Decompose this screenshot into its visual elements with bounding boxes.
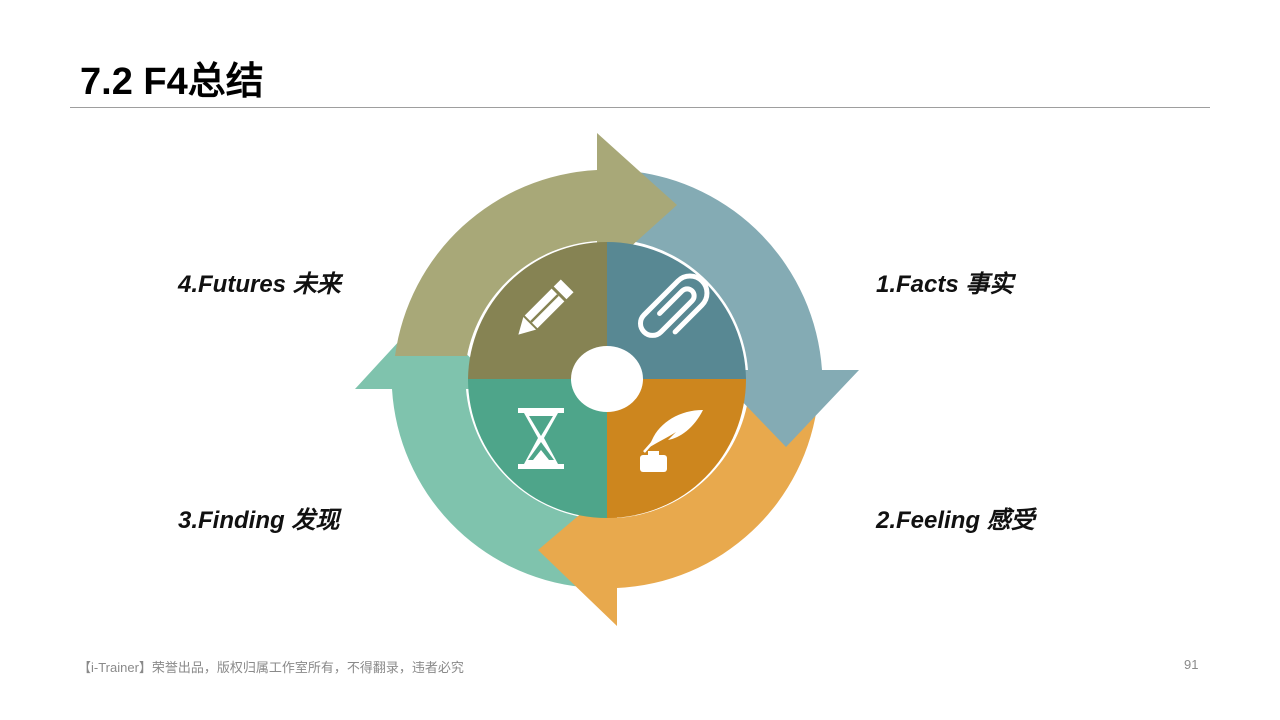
finding-arrow bbox=[355, 313, 582, 587]
feeling-quadrant bbox=[607, 379, 746, 518]
center-disc bbox=[571, 346, 643, 412]
page-title: 7.2 F4总结 bbox=[80, 61, 264, 103]
label-facts: 1.Facts 事实 bbox=[876, 271, 1014, 298]
futures-arrow bbox=[395, 133, 677, 356]
label-feeling: 2.Feeling 感受 bbox=[876, 507, 1035, 534]
feeling-arrow bbox=[538, 400, 818, 626]
footer-copyright: 【i-Trainer】荣誉出品，版权归属工作室所有，不得翻录，违者必究 bbox=[78, 660, 464, 675]
facts-arrow bbox=[630, 171, 859, 447]
label-finding: 3.Finding 发现 bbox=[178, 507, 340, 534]
paperclip-icon bbox=[638, 273, 710, 338]
title-divider bbox=[70, 107, 1210, 108]
hourglass-icon bbox=[518, 408, 564, 469]
pencil-icon bbox=[518, 279, 574, 335]
page-number: 91 bbox=[1184, 657, 1199, 672]
label-futures: 4.Futures 未来 bbox=[178, 271, 341, 298]
facts-quadrant bbox=[607, 242, 746, 379]
quill-inkpot-icon bbox=[640, 410, 703, 472]
